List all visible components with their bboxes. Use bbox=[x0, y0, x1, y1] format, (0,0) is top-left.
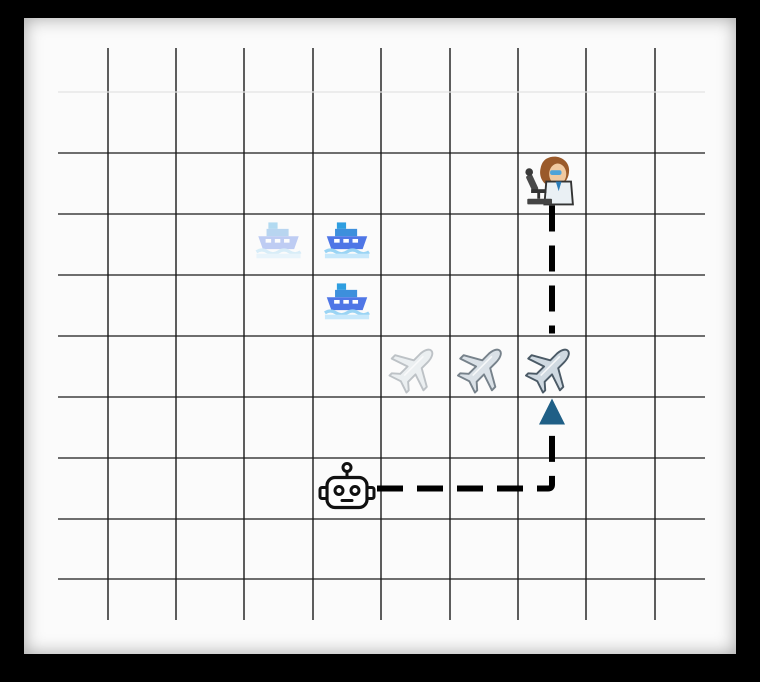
robot-icon bbox=[318, 461, 376, 510]
ship-icon bbox=[323, 220, 371, 260]
airplane-icon bbox=[381, 333, 449, 401]
ship-icon bbox=[254, 220, 303, 260]
airplane-icon bbox=[449, 333, 517, 401]
ship-icon bbox=[323, 281, 371, 321]
path-arrowhead-icon bbox=[539, 398, 565, 425]
airplane-icon bbox=[517, 333, 585, 401]
grid-scene bbox=[58, 48, 705, 620]
scientist-with-microscope-icon bbox=[523, 155, 575, 206]
path-segment-to-plane bbox=[377, 421, 555, 492]
grid-board bbox=[24, 18, 736, 654]
